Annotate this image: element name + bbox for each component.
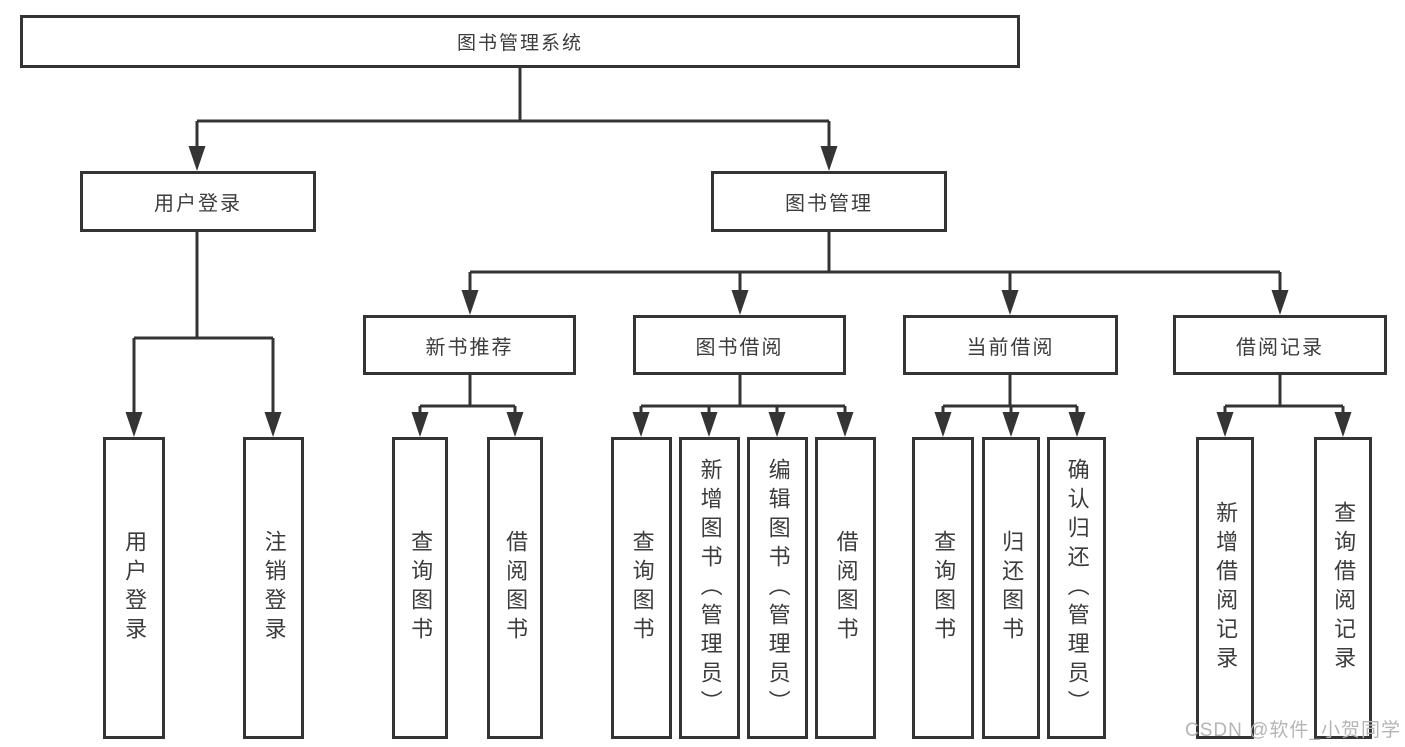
leaf-cur-confirm-return: 确认归还（管理员） <box>1047 437 1106 739</box>
connector-book-mgmt <box>461 232 1289 315</box>
connector-root <box>188 68 838 171</box>
leaf-borrow-borrow-books: 借阅图书 <box>815 437 876 739</box>
connector-book-borrow <box>632 375 854 437</box>
node-user-login: 用户登录 <box>80 171 316 232</box>
leaf-logout-label: 注销登录 <box>261 530 287 646</box>
leaf-borrow-edit-books: 编辑图书（管理员） <box>747 437 808 739</box>
leaf-rec-query-books-label: 查询图书 <box>408 530 434 646</box>
connector-borrow-records <box>1216 375 1352 437</box>
leaf-logout: 注销登录 <box>243 437 304 739</box>
connector-user-login <box>125 232 282 437</box>
leaf-add-borrow-record-label: 新增借阅记录 <box>1213 501 1239 675</box>
node-book-borrow-label: 图书借阅 <box>695 336 784 359</box>
leaf-cur-confirm-return-label: 确认归还（管理员） <box>1064 457 1090 719</box>
leaf-query-borrow-record: 查询借阅记录 <box>1314 437 1372 739</box>
node-root: 图书管理系统 <box>20 15 1020 68</box>
node-user-login-label: 用户登录 <box>154 193 242 215</box>
leaf-borrow-add-books-label: 新增图书（管理员） <box>697 457 723 719</box>
leaf-cur-query-books: 查询图书 <box>912 437 974 739</box>
leaf-cur-return-books-label: 归还图书 <box>999 530 1025 646</box>
leaf-add-borrow-record: 新增借阅记录 <box>1196 437 1254 739</box>
leaf-borrow-borrow-books-label: 借阅图书 <box>833 530 859 646</box>
leaf-cur-query-books-label: 查询图书 <box>931 530 957 646</box>
csdn-watermark: CSDN @软件_小贺同学 <box>1185 720 1401 741</box>
leaf-query-borrow-record-label: 查询借阅记录 <box>1331 501 1357 675</box>
node-root-label: 图书管理系统 <box>456 33 583 54</box>
node-current-borrow-label: 当前借阅 <box>966 336 1055 359</box>
leaf-user-login-label: 用户登录 <box>122 530 148 646</box>
leaf-borrow-query-books-label: 查询图书 <box>629 530 655 646</box>
node-book-borrow: 图书借阅 <box>633 315 846 375</box>
node-current-borrow: 当前借阅 <box>903 315 1118 375</box>
node-borrow-records-label: 借阅记录 <box>1236 336 1324 359</box>
connector-current-borrow <box>934 375 1086 437</box>
leaf-borrow-query-books: 查询图书 <box>611 437 672 739</box>
leaf-rec-borrow-books: 借阅图书 <box>487 437 543 739</box>
leaf-rec-borrow-books-label: 借阅图书 <box>503 530 529 646</box>
leaf-cur-return-books: 归还图书 <box>982 437 1040 739</box>
node-book-mgmt-label: 图书管理 <box>785 193 873 215</box>
node-new-book-rec: 新书推荐 <box>363 315 576 375</box>
connector-new-book-rec <box>411 375 524 437</box>
node-new-book-rec-label: 新书推荐 <box>425 336 514 359</box>
node-book-mgmt: 图书管理 <box>711 171 947 232</box>
leaf-rec-query-books: 查询图书 <box>392 437 448 739</box>
node-borrow-records: 借阅记录 <box>1173 315 1387 375</box>
leaf-borrow-edit-books-label: 编辑图书（管理员） <box>765 457 791 719</box>
leaf-borrow-add-books: 新增图书（管理员） <box>679 437 740 739</box>
leaf-user-login: 用户登录 <box>103 437 165 739</box>
